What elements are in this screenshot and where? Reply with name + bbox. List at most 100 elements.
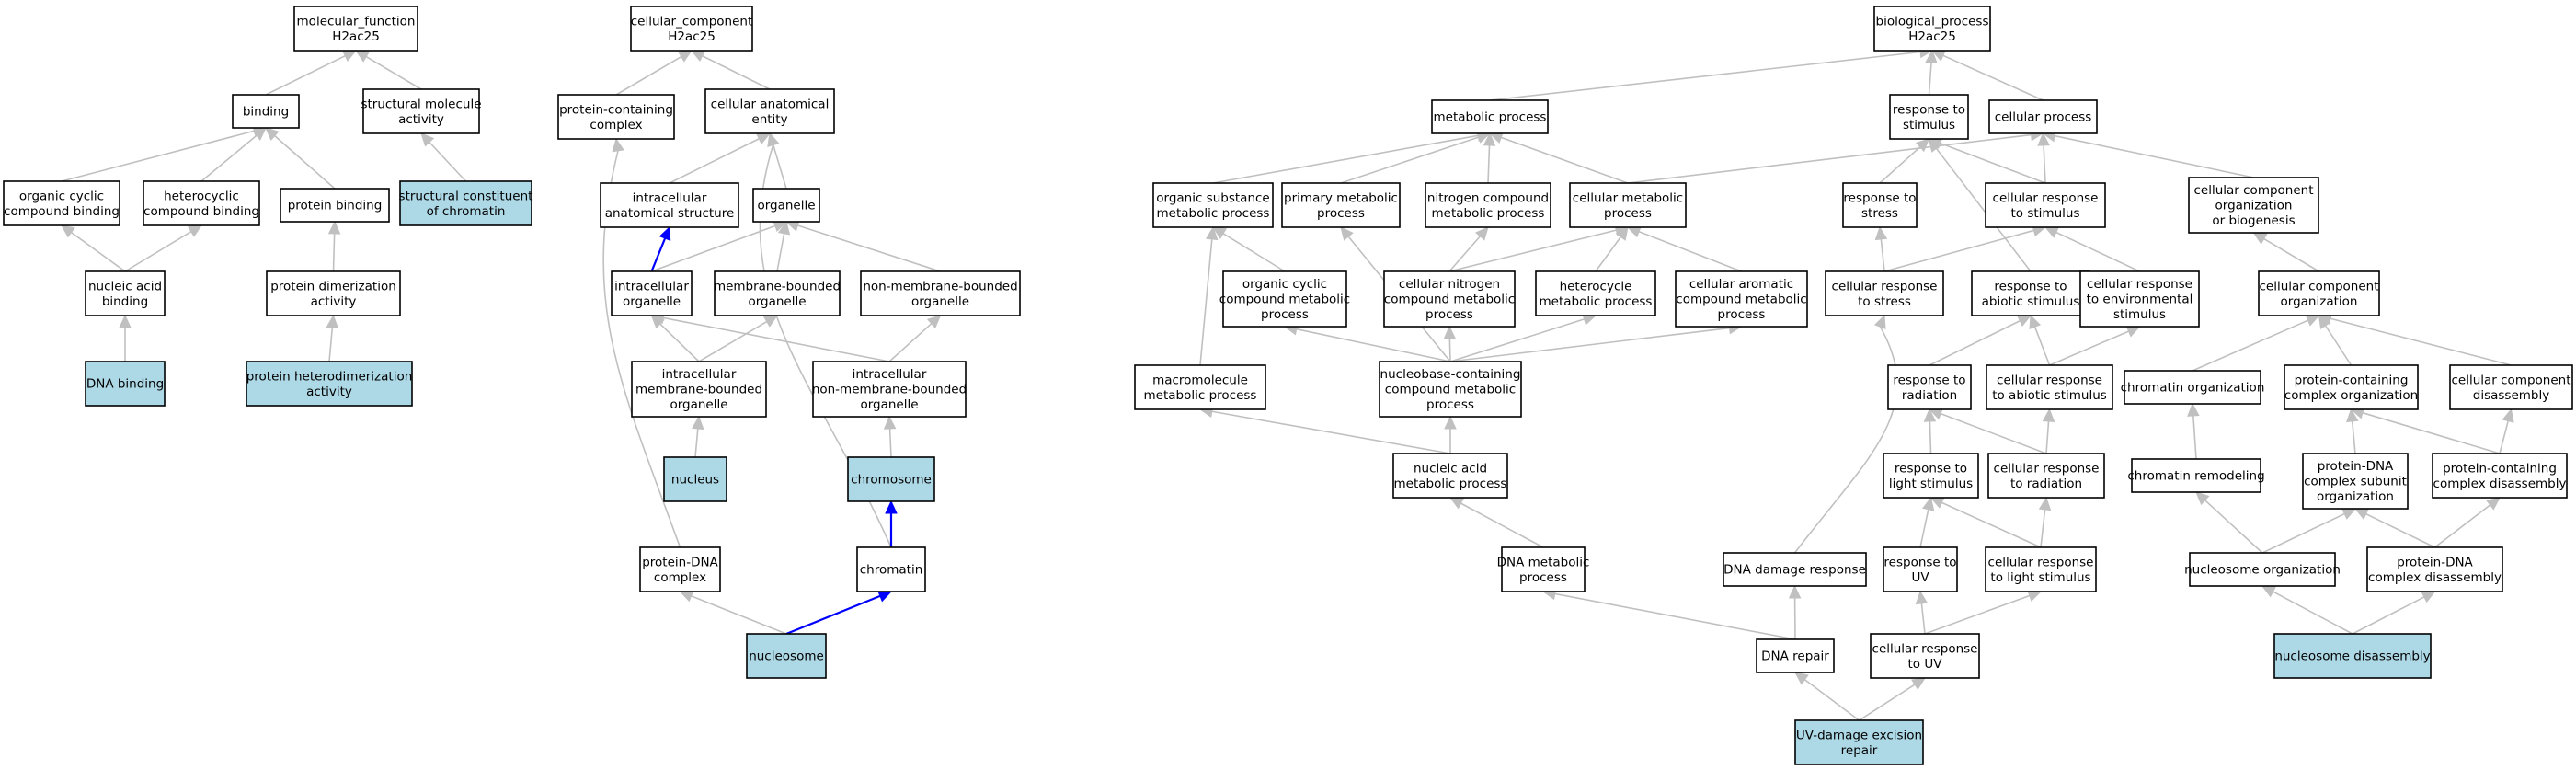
arrowhead (677, 50, 693, 63)
term-label-line: nucleobase-containing (1380, 367, 1521, 382)
arrowhead (2346, 408, 2359, 423)
edge-line (2330, 317, 2512, 366)
edge-line (1449, 327, 1730, 362)
arrowhead (1923, 408, 1937, 422)
arrowhead (2187, 402, 2200, 417)
term-box (1971, 270, 2090, 316)
is-a-edge (1923, 408, 1937, 454)
is-a-edge (2192, 315, 2320, 372)
edge-line (615, 55, 682, 96)
term-box (1873, 6, 1991, 52)
term-box (1222, 270, 1347, 328)
term-label-line: H2ac25 (668, 29, 716, 44)
edge-line (2352, 596, 2425, 635)
is-a-edge (1788, 584, 1802, 640)
is-a-edge (1489, 45, 1934, 101)
arrowhead (420, 132, 435, 147)
arrowhead (1615, 226, 1629, 241)
is-a-edge (2195, 491, 2263, 554)
term-box (1379, 361, 1522, 418)
edge-line (1199, 238, 1213, 366)
edge-line (1883, 229, 2034, 272)
term-box (714, 270, 841, 316)
is-a-edge (1448, 226, 1489, 272)
term-box (639, 546, 721, 592)
edge-line (1211, 410, 1451, 454)
edge-line (698, 320, 768, 362)
arrowhead (2195, 491, 2210, 506)
arrowhead (876, 590, 893, 603)
term-label-line: complex organization (2284, 388, 2418, 403)
term-label-line: organic cyclic (19, 189, 104, 203)
is-a-edge (1626, 225, 1742, 272)
arrowhead (327, 220, 341, 235)
is-a-edge (615, 50, 693, 96)
term-box (611, 270, 693, 316)
annotated-term-box (746, 633, 827, 679)
edge-line (691, 595, 787, 635)
term-label-line: non-membrane-bounded (863, 279, 1017, 293)
term-box (1987, 453, 2105, 499)
is-a-edge (784, 219, 941, 272)
is-a-edge (2352, 591, 2436, 635)
edge-line (2261, 512, 2345, 554)
term-box (232, 94, 300, 129)
edge-line (1212, 134, 1479, 184)
edge-line (2055, 134, 2254, 178)
term-label-line: nucleosome disassembly (2274, 649, 2430, 664)
annotated-term-box (246, 361, 413, 407)
term-label-line: cellular component (2451, 373, 2570, 387)
term-label-line: DNA damage response (1723, 563, 1866, 578)
annotated-term-box (2273, 633, 2432, 679)
is-a-edge (888, 315, 942, 362)
term-label-line: nitrogen compound (1427, 190, 1549, 205)
term-label-line: UV-damage excision (1796, 728, 1922, 742)
edge-line (71, 231, 126, 272)
term-label-line: complex subunit (2304, 475, 2407, 489)
edge-line (2045, 420, 2050, 454)
arrowhead (1915, 590, 1929, 605)
term-label-line: to stimulus (2011, 206, 2080, 221)
is-a-edge (2434, 497, 2501, 548)
edge-line (1929, 420, 1932, 454)
is-a-edge (1883, 224, 2047, 272)
term-label-line: DNA metabolic (1497, 555, 1590, 569)
term-label-line: metabolic process (1540, 294, 1653, 309)
go-term-node: nucleus (663, 456, 727, 502)
is-a-edge (1793, 314, 1898, 554)
edge-line (2351, 420, 2356, 454)
arrowhead (883, 415, 897, 430)
is-a-edge (1211, 226, 1286, 272)
term-label-line: compound metabolic (1676, 293, 1806, 307)
term-label-line: H2ac25 (332, 29, 380, 44)
arrowhead (926, 315, 942, 329)
edge-line (274, 134, 336, 190)
term-box (2302, 453, 2409, 510)
term-box (856, 546, 926, 592)
edge-line (2033, 326, 2051, 366)
edge-line (2273, 591, 2353, 635)
arrowhead (187, 224, 203, 237)
term-box (2079, 270, 2200, 328)
term-label-line: cellular component (2193, 183, 2313, 198)
term-label-line: entity (751, 112, 787, 127)
term-label-line: metabolic process (1394, 477, 1507, 491)
term-label-line: nucleosome organization (2184, 563, 2341, 578)
edge-line (776, 233, 785, 272)
term-label-line: repair (1841, 743, 1878, 758)
is-a-edge (2037, 132, 2050, 184)
term-label-line: organelle (748, 294, 806, 309)
term-label-line: process (1718, 307, 1766, 322)
is-a-edge (2038, 496, 2052, 548)
term-box (1883, 453, 1979, 499)
term-box (1723, 552, 1867, 587)
term-box (2189, 552, 2336, 587)
